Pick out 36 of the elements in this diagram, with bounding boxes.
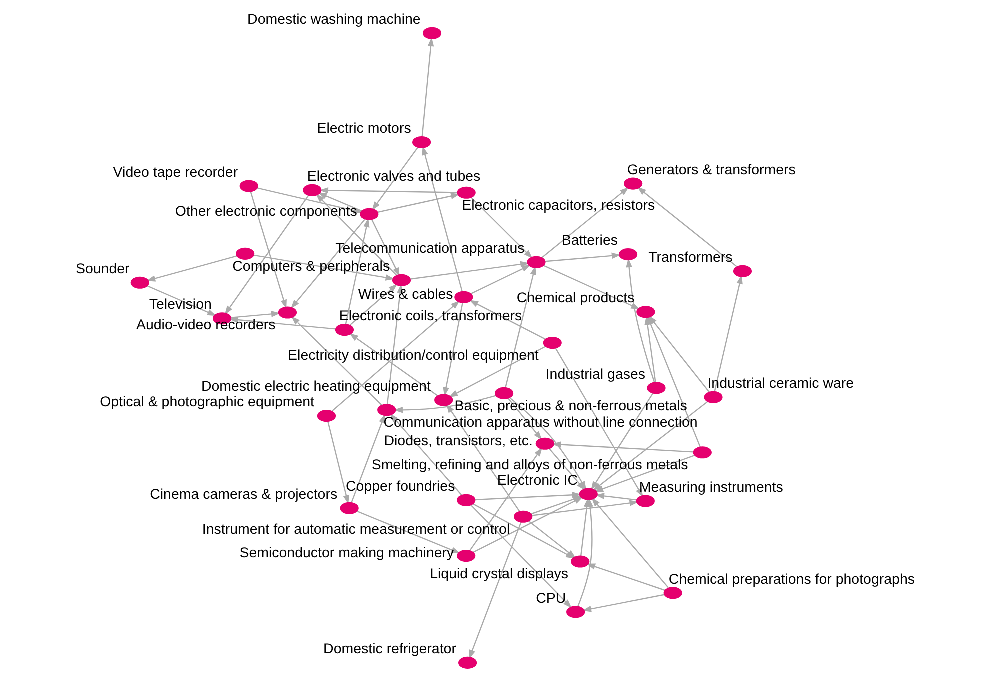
node-label: Electronic coils, transformers	[339, 308, 522, 325]
node-label: Television	[149, 297, 212, 314]
node-label: Electric motors	[317, 121, 412, 138]
node-label: Diodes, transistors, etc.	[384, 433, 533, 450]
node-label: Domestic refrigerator	[324, 642, 456, 658]
node-label: Smelting, refining and alloys of non-ferrous metals	[372, 458, 688, 474]
node-label: Cinema cameras & projectors	[150, 486, 338, 503]
node-label: Liquid crystal displays	[430, 566, 569, 583]
node-label: Batteries	[562, 233, 618, 250]
node-label: Telecommunication apparatus	[336, 240, 525, 257]
node-label: Electricity distribution/control equipment	[288, 348, 539, 364]
node-label: Electronic valves and tubes	[307, 168, 481, 185]
node-label: Electronic IC	[497, 472, 578, 489]
node-label: Wires & cables	[358, 286, 454, 303]
node-label: Electronic capacitors, resistors	[462, 198, 656, 214]
node-label: Instrument for automatic measurement or control	[202, 522, 510, 538]
node-label: Domestic washing machine	[248, 12, 421, 28]
node-label: Chemical products	[516, 290, 635, 307]
node-label: Domestic electric heating equipment	[201, 378, 431, 395]
node-label: Industrial gases	[546, 366, 646, 383]
node-label: Transformers	[648, 250, 733, 266]
node-label: CPU	[536, 590, 566, 607]
node-label: Optical & photographic equipment	[100, 394, 315, 411]
node-label: Other electronic components	[175, 204, 358, 220]
node-label: Computers & peripherals	[232, 259, 390, 276]
node-label: Semiconductor making machinery	[240, 546, 454, 562]
node-label: Video tape recorder	[113, 164, 238, 181]
node-label: Audio-video recorders	[136, 318, 276, 334]
node-label: Communication apparatus without line connection	[384, 415, 698, 432]
node-label: Measuring instruments	[639, 480, 784, 496]
node-label: Industrial ceramic ware	[708, 376, 854, 392]
node-label: Basic, precious & non-ferrous metals	[454, 398, 688, 414]
node-label: Chemical preparations for photographs	[668, 572, 916, 588]
node-label: Generators & transformers	[627, 162, 796, 178]
node-label: Copper foundries	[346, 478, 456, 495]
node-label: Sounder	[76, 261, 130, 278]
